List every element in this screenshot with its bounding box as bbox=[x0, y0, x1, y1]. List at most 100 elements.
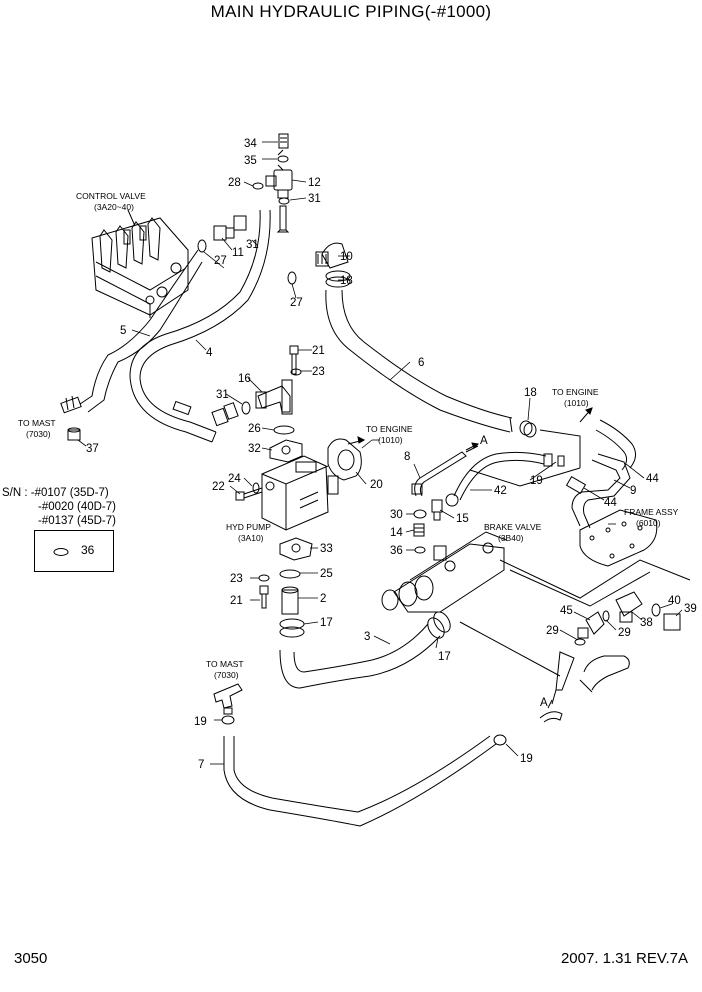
arrow-to-engine-2 bbox=[579, 407, 593, 423]
callout-36: 36 bbox=[390, 545, 403, 557]
label-frame-assy: FRAME ASSY bbox=[624, 507, 679, 517]
callout-19b: 19 bbox=[194, 716, 207, 728]
serial-note: S/N : -#0107 (35D-7) -#0020 (40D-7) -#01… bbox=[2, 486, 116, 528]
clamp-17-right bbox=[427, 611, 451, 639]
callout-16: 16 bbox=[238, 373, 251, 385]
clamp-17-left bbox=[279, 618, 305, 638]
o-ring-29-right bbox=[602, 610, 610, 622]
marker-a-lower: A bbox=[540, 697, 548, 709]
clip-19-bottom bbox=[493, 734, 507, 746]
label-to-engine-2: TO ENGINE bbox=[552, 387, 599, 397]
callout-3: 3 bbox=[364, 631, 370, 643]
callout-26: 26 bbox=[248, 423, 261, 435]
brake-valve bbox=[381, 531, 507, 613]
leader-control-valve bbox=[127, 209, 136, 227]
o-ring-40 bbox=[651, 603, 661, 617]
leader-lines bbox=[77, 141, 683, 765]
label-brake-valve-code: (3B40) bbox=[498, 533, 524, 543]
revision-date: 2007. 1.31 REV.7A bbox=[560, 950, 688, 967]
callout-28: 28 bbox=[228, 177, 241, 189]
label-to-engine-1: TO ENGINE bbox=[366, 424, 413, 434]
callout-24: 24 bbox=[228, 473, 241, 485]
callout-25: 25 bbox=[320, 568, 333, 580]
label-control-valve: CONTROL VALVE bbox=[76, 191, 146, 201]
gasket-20 bbox=[327, 438, 362, 481]
callout-30: 30 bbox=[390, 509, 403, 521]
tee-to-mast bbox=[213, 683, 243, 715]
callout-15: 15 bbox=[456, 513, 469, 525]
label-frame-assy-code: (6010) bbox=[636, 518, 661, 528]
arrow-to-engine-1 bbox=[347, 436, 366, 445]
label-to-mast-1-code: (7030) bbox=[26, 429, 51, 439]
o-ring-31-mid bbox=[241, 401, 251, 415]
label-to-engine-2-code: (1010) bbox=[564, 398, 589, 408]
callout-31c: 31 bbox=[216, 389, 229, 401]
callout-2: 2 bbox=[320, 593, 326, 605]
callout-27: 27 bbox=[214, 255, 227, 267]
callout-27b: 27 bbox=[290, 297, 303, 309]
o-ring-30 bbox=[413, 509, 427, 519]
fitting-38 bbox=[615, 591, 643, 623]
elbow-45 bbox=[577, 611, 605, 639]
pipe-vertical-31 bbox=[279, 205, 287, 231]
flange-32 bbox=[269, 439, 303, 463]
callouts: 34 35 28 12 31 11 27 31 10 18 27 5 4 6 3… bbox=[86, 138, 697, 771]
hose-8 bbox=[411, 445, 479, 497]
pipe-9 bbox=[571, 453, 631, 529]
label-brake-valve: BRAKE VALVE bbox=[484, 522, 542, 532]
hose-5-end-fitting bbox=[60, 395, 82, 414]
brake-line-fitting bbox=[551, 651, 575, 705]
callout-17: 17 bbox=[320, 617, 333, 629]
label-control-valve-code: (3A20~40) bbox=[94, 202, 134, 212]
o-ring-29-left bbox=[574, 638, 586, 646]
callout-44b: 44 bbox=[604, 497, 617, 509]
label-hyd-pump-code: (3A10) bbox=[238, 533, 264, 543]
clamp-18-top bbox=[325, 270, 351, 288]
leader-brake-line-a bbox=[459, 621, 561, 677]
fitting-4-end bbox=[211, 402, 239, 427]
o-ring-35 bbox=[277, 155, 289, 163]
elbow-12 bbox=[265, 169, 293, 199]
callout-11: 11 bbox=[232, 247, 244, 259]
callout-19a: 19 bbox=[530, 475, 543, 487]
callout-23: 23 bbox=[312, 366, 325, 378]
fitting-42-end bbox=[445, 453, 553, 507]
o-ring-25 bbox=[279, 569, 301, 579]
clamp-18-right bbox=[519, 420, 537, 438]
clip-19-mast bbox=[221, 715, 235, 725]
label-to-engine-1-code: (1010) bbox=[378, 435, 403, 445]
fitting-14 bbox=[413, 523, 425, 537]
control-valve-assembly bbox=[91, 217, 189, 318]
callout-21: 21 bbox=[312, 345, 325, 357]
washer-23-bottom bbox=[258, 574, 270, 582]
elbow-16 bbox=[255, 379, 293, 415]
fitting-2 bbox=[281, 586, 299, 615]
o-ring-27-left bbox=[197, 239, 207, 253]
label-to-mast-2-code: (7030) bbox=[214, 670, 239, 680]
callout-8: 8 bbox=[404, 451, 410, 463]
callout-5: 5 bbox=[120, 325, 126, 337]
serial-note-line-3: -#0137 (45D-7) bbox=[38, 515, 116, 527]
callout-4: 4 bbox=[206, 347, 213, 359]
callout-42: 42 bbox=[494, 485, 507, 497]
callout-29: 29 bbox=[546, 625, 559, 637]
hose-brake-return bbox=[579, 655, 630, 693]
serial-note-part-number: 36 bbox=[81, 543, 95, 557]
callout-31b: 31 bbox=[246, 239, 259, 251]
callout-10: 10 bbox=[340, 251, 353, 263]
pipe-7 bbox=[223, 735, 497, 827]
o-ring-36 bbox=[414, 546, 426, 554]
callout-7: 7 bbox=[198, 759, 204, 771]
label-to-mast-2: TO MAST bbox=[206, 659, 244, 669]
callout-31: 31 bbox=[308, 193, 321, 205]
callout-18b: 18 bbox=[524, 387, 537, 399]
callout-40: 40 bbox=[668, 595, 681, 607]
marker-a-upper: A bbox=[480, 435, 488, 447]
hose-4 bbox=[129, 209, 271, 443]
callout-37: 37 bbox=[86, 443, 99, 455]
callout-22: 22 bbox=[212, 481, 225, 493]
hose-4-band bbox=[172, 400, 192, 416]
arrow-a-upper bbox=[465, 442, 480, 451]
callout-33: 33 bbox=[320, 543, 333, 555]
